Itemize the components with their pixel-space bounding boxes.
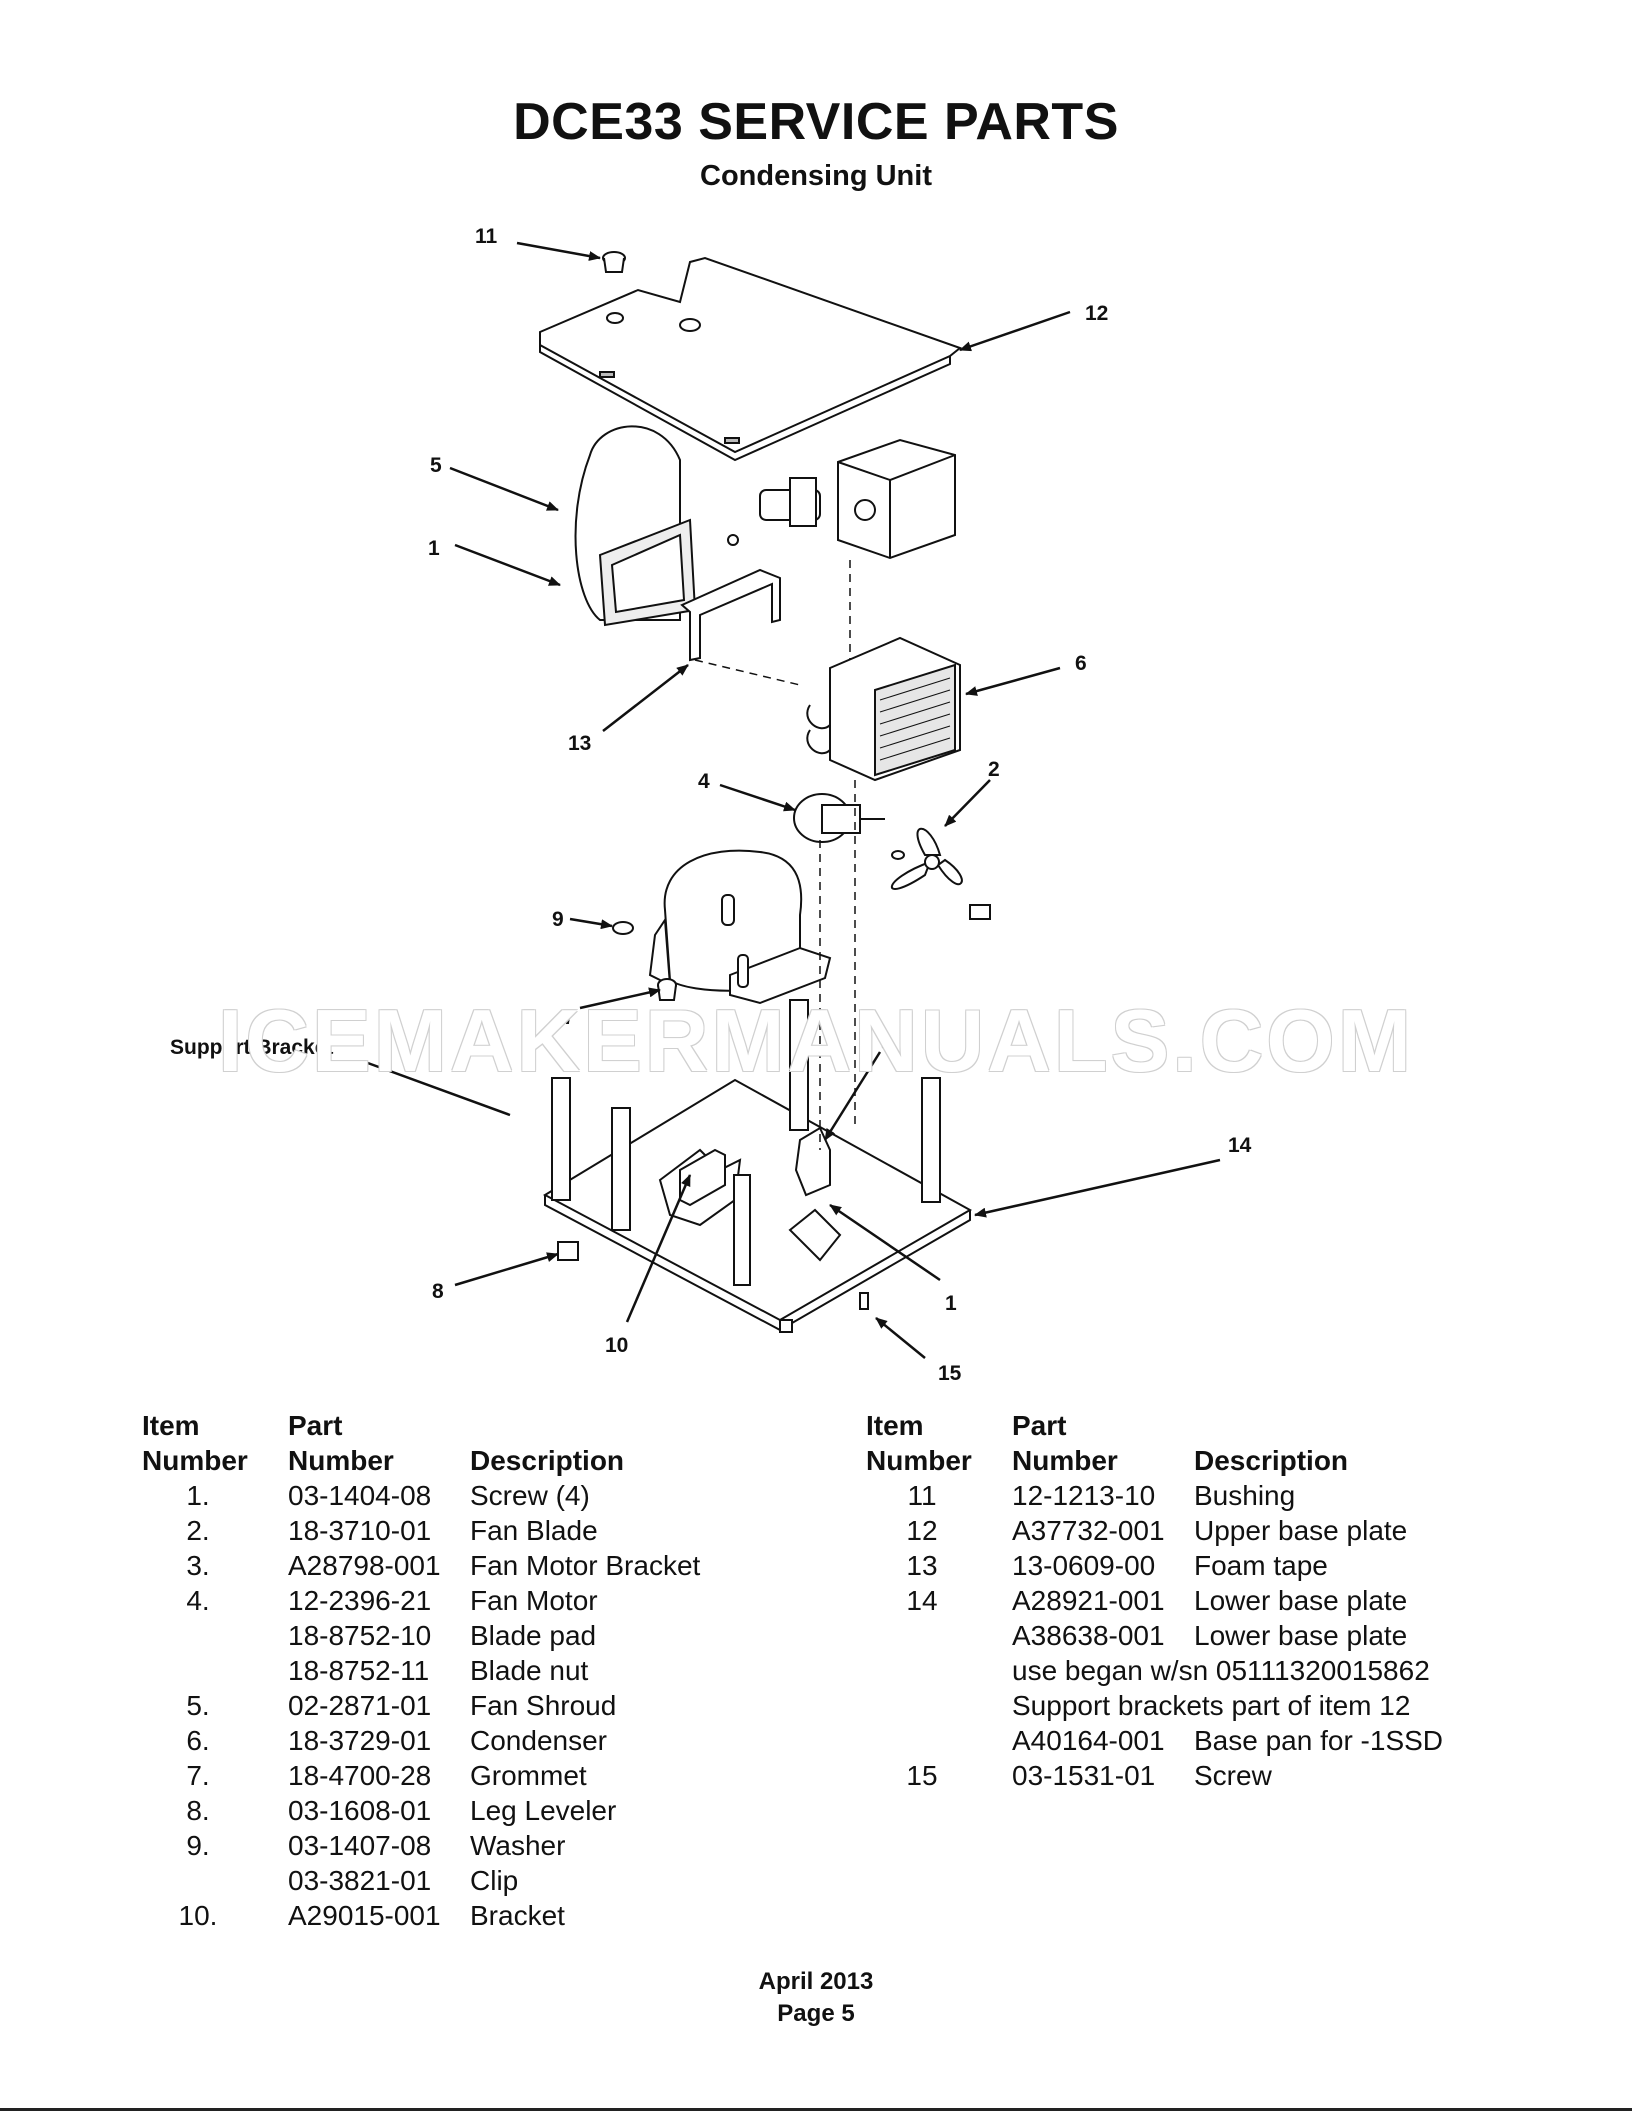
leg-leveler (557, 1241, 579, 1261)
washer (612, 921, 634, 935)
watermark: ICEMAKERMANUALS.COM (217, 991, 1415, 1090)
footer-page-number: Page 5 (777, 2000, 855, 2027)
callout-4: 4 (698, 770, 710, 793)
callout-2: 2 (988, 758, 1000, 781)
exploded-parts-diagram: 11 12 5 1 6 13 4 2 9 7 Support Bracket 3… (170, 225, 1252, 1385)
callout-1-upper: 1 (428, 537, 440, 560)
callout-11: 11 (475, 225, 498, 248)
header-description: Description (470, 1445, 625, 1476)
foam-tape (680, 568, 781, 662)
support-brackets (551, 999, 941, 1286)
callout-10: 10 (605, 1334, 628, 1357)
page-subtitle: Condensing Unit (700, 160, 932, 192)
compressor (648, 849, 832, 1005)
callout-15: 15 (938, 1362, 962, 1385)
fan-motor (793, 793, 885, 843)
footer-date: April 2013 (758, 1968, 874, 1995)
screw (859, 1292, 869, 1310)
callout-support-bracket: Support Bracket (170, 1036, 333, 1059)
valve-assembly (727, 438, 956, 560)
bushing (602, 251, 626, 273)
callout-14: 14 (1228, 1134, 1252, 1157)
callout-6: 6 (1075, 652, 1087, 675)
table-note: Support brackets part of item 12 (1012, 1690, 1411, 1721)
fan-shroud (574, 425, 697, 627)
header-description: Description (1194, 1445, 1349, 1476)
callout-1-lower: 1 (945, 1292, 957, 1315)
fan-blade (890, 827, 991, 920)
callout-5: 5 (430, 454, 442, 477)
grommet (657, 978, 677, 1001)
callout-8: 8 (432, 1280, 444, 1303)
callout-9: 9 (552, 908, 564, 931)
table-note: use began w/sn 05111320015862 (1012, 1655, 1430, 1686)
callout-7: 7 (563, 1006, 575, 1029)
callout-13: 13 (568, 732, 591, 755)
page-title: DCE33 SERVICE PARTS (513, 93, 1119, 151)
callout-3: 3 (881, 1032, 893, 1055)
condenser (806, 636, 961, 782)
callout-12: 12 (1085, 302, 1108, 325)
upper-base-plate (539, 256, 963, 462)
lower-base-plate (542, 1078, 973, 1333)
bottom-rule (0, 2108, 1632, 2111)
